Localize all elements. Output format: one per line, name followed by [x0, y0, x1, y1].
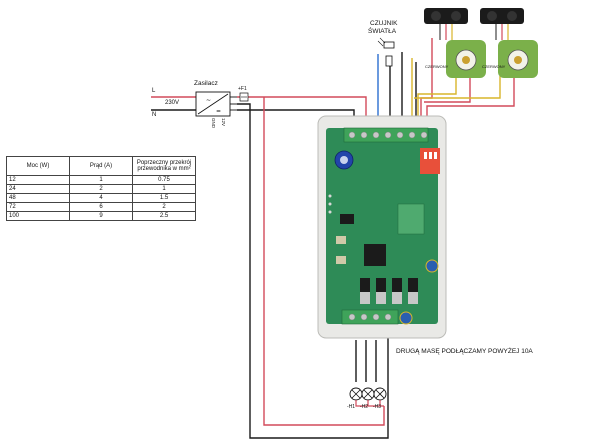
- power-supply-title: Zasilacz: [194, 80, 218, 87]
- cell-cross-section: 1: [132, 184, 196, 194]
- table-row: 72 6 2: [6, 202, 196, 212]
- table-row: 12 1 0.75: [6, 175, 196, 185]
- supply-out-12v: 12V: [221, 118, 226, 127]
- lamp-h3: [373, 387, 387, 401]
- table-row: 48 4 1.5: [6, 193, 196, 203]
- cell-cross-section: 2.5: [132, 211, 196, 221]
- lamp-h2: [361, 387, 375, 401]
- cell-power: 100: [6, 211, 70, 221]
- svg-text:~: ~: [206, 97, 211, 104]
- col-power: Moc (W): [6, 156, 70, 176]
- cell-power: 12: [6, 175, 70, 185]
- svg-text:=: =: [216, 108, 221, 115]
- lamp-connections: [355, 400, 384, 407]
- lamp-h1: [349, 387, 363, 401]
- light-sensor-symbol: [377, 37, 395, 67]
- power-supply: ~ =: [195, 91, 237, 117]
- cell-power: 72: [6, 202, 70, 212]
- cell-current: 1: [69, 175, 133, 185]
- table-header-row: Moc (W) Prąd (A) Poprzeczny przekrój prz…: [6, 156, 196, 176]
- lamp-h2-label: -H2: [360, 404, 369, 410]
- cell-power: 24: [6, 184, 70, 194]
- cell-cross-section: 0.75: [132, 175, 196, 185]
- ir-sensor-2: [480, 8, 538, 78]
- lamp-h3-label: -H3: [373, 404, 382, 410]
- col-cross-section: Poprzeczny przekrój przewodnika w mm²: [132, 156, 196, 176]
- fuse-symbol: [239, 92, 249, 102]
- cell-cross-section: 2: [132, 202, 196, 212]
- voltage-label: 230V: [165, 100, 180, 106]
- cell-current: 6: [69, 202, 133, 212]
- cell-current: 9: [69, 211, 133, 221]
- terminal-n-label: N: [152, 112, 157, 118]
- wire-gauge-table: Moc (W) Prąd (A) Poprzeczny przekrój prz…: [6, 156, 196, 221]
- lamp-h1-label: -H1: [347, 404, 356, 410]
- ir-sensor-1: [424, 8, 486, 78]
- ground-note: DRUGĄ MASĘ PODŁĄCZAMY POWYŻEJ 10A: [396, 348, 533, 355]
- col-current: Prąd (A): [69, 156, 133, 176]
- cell-cross-section: 1.5: [132, 193, 196, 203]
- supply-out-gnd: GND: [211, 118, 216, 128]
- ir-sensor-2-label: CZERWONY: [482, 64, 506, 69]
- light-sensor-title-2: ŚWIATŁA: [368, 28, 397, 35]
- table-row: 100 9 2.5: [6, 211, 196, 221]
- controller-module: [317, 115, 447, 339]
- terminal-l-label: L: [152, 88, 156, 94]
- light-sensor-title-1: CZUJNIK: [370, 20, 398, 27]
- ir-sensor-1-label: CZERWONY: [425, 64, 449, 69]
- fuse-label: +F1: [238, 86, 247, 92]
- cell-current: 2: [69, 184, 133, 194]
- table-row: 24 2 1: [6, 184, 196, 194]
- cell-power: 48: [6, 193, 70, 203]
- cell-current: 4: [69, 193, 133, 203]
